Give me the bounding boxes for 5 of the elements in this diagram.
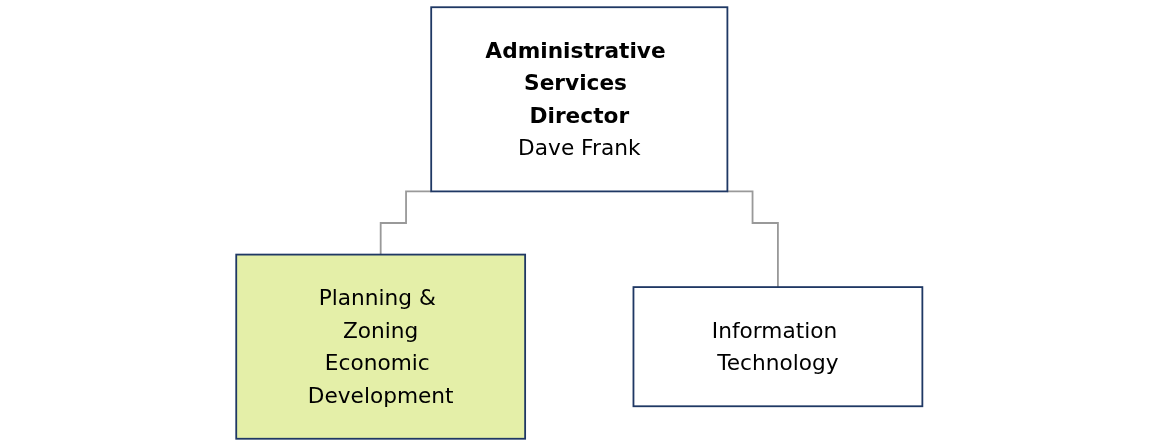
connector bbox=[379, 190, 433, 256]
node-box: Information Technology bbox=[632, 286, 924, 408]
connector bbox=[726, 190, 780, 288]
node-box: Planning & Zoning Economic Development bbox=[235, 253, 527, 440]
node-box: Administrative Services Director Dave Frank bbox=[430, 6, 729, 193]
